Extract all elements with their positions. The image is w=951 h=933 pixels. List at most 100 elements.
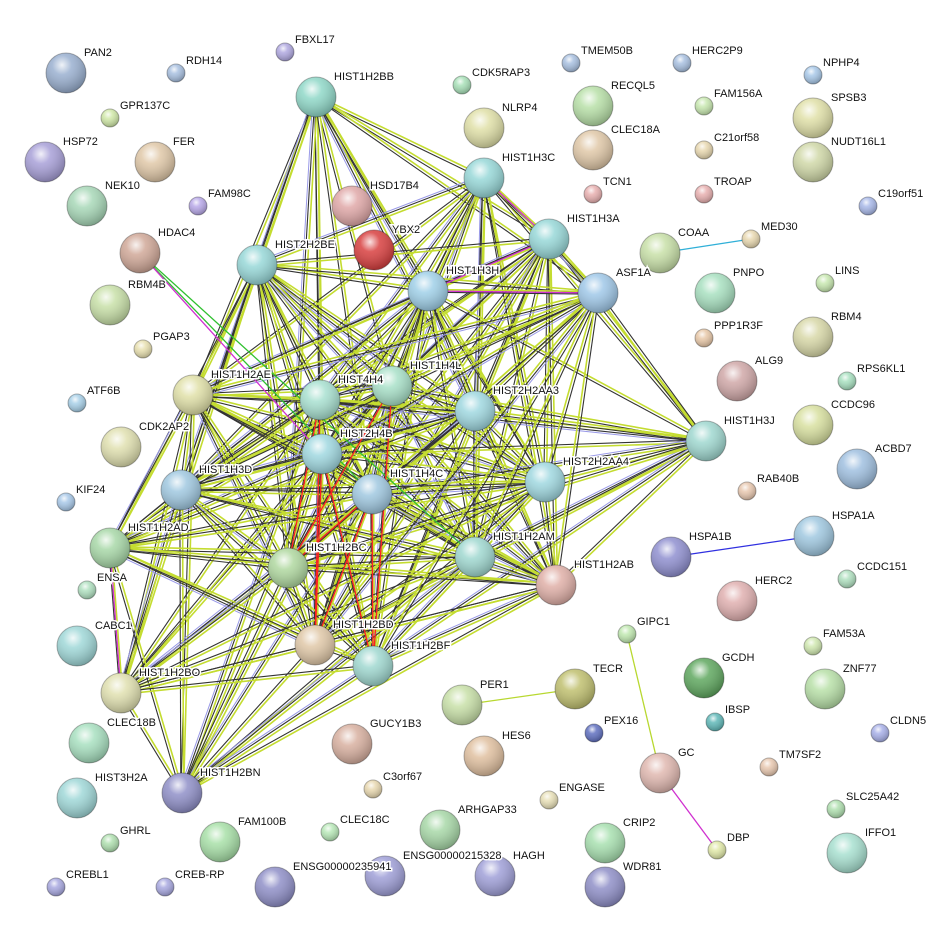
node-fam100b[interactable] (199, 821, 241, 863)
node-clec18c[interactable] (320, 822, 340, 842)
node-hist1h2bc[interactable] (267, 547, 309, 589)
node-c3orf67[interactable] (363, 779, 383, 799)
node-hagh[interactable] (474, 855, 516, 897)
node-med30[interactable] (741, 229, 761, 249)
node-ghrl[interactable] (100, 833, 120, 853)
node-crip2[interactable] (584, 822, 626, 864)
node-crebl1[interactable] (46, 877, 66, 897)
node-cdk2ap2[interactable] (100, 426, 142, 468)
node-wdr81[interactable] (584, 866, 626, 908)
node-recql5[interactable] (572, 85, 614, 127)
node-engase[interactable] (539, 790, 559, 810)
node-lins[interactable] (815, 273, 835, 293)
node-fam53a[interactable] (803, 636, 823, 656)
node-gc[interactable] (639, 752, 681, 794)
node-creb-rp[interactable] (155, 877, 175, 897)
node-nlrp4[interactable] (463, 107, 505, 149)
node-tcn1[interactable] (583, 184, 603, 204)
node-fer[interactable] (134, 141, 176, 183)
node-per1[interactable] (441, 684, 483, 726)
node-c19orf51[interactable] (858, 196, 878, 216)
node-hist1h2ad[interactable] (89, 527, 131, 569)
node-hsp72[interactable] (24, 141, 66, 183)
node-hist1h2bo[interactable] (100, 672, 142, 714)
node-ppp1r3f[interactable] (694, 328, 714, 348)
node-pex16[interactable] (584, 723, 604, 743)
node-ybx2[interactable] (353, 229, 395, 271)
node-slc25a42[interactable] (826, 799, 846, 819)
node-rab40b[interactable] (737, 481, 757, 501)
node-nudt16l1[interactable] (792, 141, 834, 183)
node-c21orf58[interactable] (694, 140, 714, 160)
node-kif24[interactable] (56, 492, 76, 512)
node-clec18a[interactable] (572, 129, 614, 171)
node-gcdh[interactable] (683, 657, 725, 699)
node-hdac4[interactable] (119, 232, 161, 274)
node-rbm4[interactable] (792, 316, 834, 358)
node-gipc1[interactable] (617, 624, 637, 644)
node-fam98c[interactable] (188, 196, 208, 216)
node-hist4h4[interactable] (299, 379, 341, 421)
node-hspa1b[interactable] (650, 536, 692, 578)
node-hist1h3a[interactable] (528, 218, 570, 260)
node-coaa[interactable] (639, 232, 681, 274)
node-tm7sf2[interactable] (759, 757, 779, 777)
node-rbm4b[interactable] (89, 284, 131, 326)
node-ensg00000215328[interactable] (364, 855, 406, 897)
node-atf6b[interactable] (67, 393, 87, 413)
node-arhgap33[interactable] (419, 809, 461, 851)
node-clec18b[interactable] (68, 722, 110, 764)
node-hist1h3h[interactable] (407, 270, 449, 312)
node-hist1h3c[interactable] (463, 157, 505, 199)
node-rdh14[interactable] (166, 63, 186, 83)
node-pnpo[interactable] (694, 272, 736, 314)
node-ccdc151[interactable] (837, 569, 857, 589)
node-herc2p9[interactable] (672, 53, 692, 73)
node-hist3h2a[interactable] (56, 777, 98, 819)
node-cldn5[interactable] (870, 723, 890, 743)
node-herc2[interactable] (716, 580, 758, 622)
node-cabc1[interactable] (56, 625, 98, 667)
node-pgap3[interactable] (133, 339, 153, 359)
node-hist1h2bn[interactable] (161, 772, 203, 814)
node-hist1h3j[interactable] (685, 420, 727, 462)
node-hist1h2am[interactable] (454, 536, 496, 578)
node-acbd7[interactable] (836, 448, 878, 490)
node-hist1h2bd[interactable] (294, 624, 336, 666)
node-tecr[interactable] (554, 668, 596, 710)
node-ibsp[interactable] (705, 712, 725, 732)
node-hist2h4b[interactable] (301, 433, 343, 475)
node-hist2h2aa4[interactable] (524, 461, 566, 503)
node-hist1h4c[interactable] (351, 473, 393, 515)
node-asf1a[interactable] (577, 272, 619, 314)
node-nek10[interactable] (66, 185, 108, 227)
node-hist1h3d[interactable] (160, 469, 202, 511)
node-troap[interactable] (694, 184, 714, 204)
node-hist2h2aa3[interactable] (454, 390, 496, 432)
node-dbp[interactable] (707, 840, 727, 860)
node-alg9[interactable] (716, 360, 758, 402)
node-pan2[interactable] (45, 52, 87, 94)
node-hsd17b4[interactable] (331, 185, 373, 227)
node-tmem50b[interactable] (561, 53, 581, 73)
node-fbxl17[interactable] (275, 42, 295, 62)
node-cdk5rap3[interactable] (452, 75, 472, 95)
node-znf77[interactable] (804, 668, 846, 710)
node-iffo1[interactable] (826, 832, 868, 874)
node-ensa[interactable] (77, 580, 97, 600)
node-nphp4[interactable] (803, 65, 823, 85)
node-gucy1b3[interactable] (331, 723, 373, 765)
node-hist2h2be[interactable] (236, 244, 278, 286)
node-fam156a[interactable] (694, 96, 714, 116)
node-ensg00000235941[interactable] (254, 866, 296, 908)
node-hes6[interactable] (463, 735, 505, 777)
node-hist1h2ab[interactable] (535, 564, 577, 606)
node-rps6kl1[interactable] (837, 371, 857, 391)
node-ccdc96[interactable] (792, 404, 834, 446)
node-spsb3[interactable] (792, 97, 834, 139)
node-hist1h2bb[interactable] (295, 76, 337, 118)
node-gpr137c[interactable] (100, 108, 120, 128)
node-hist1h2bf[interactable] (352, 645, 394, 687)
node-hist1h2ae[interactable] (172, 374, 214, 416)
node-hspa1a[interactable] (793, 515, 835, 557)
